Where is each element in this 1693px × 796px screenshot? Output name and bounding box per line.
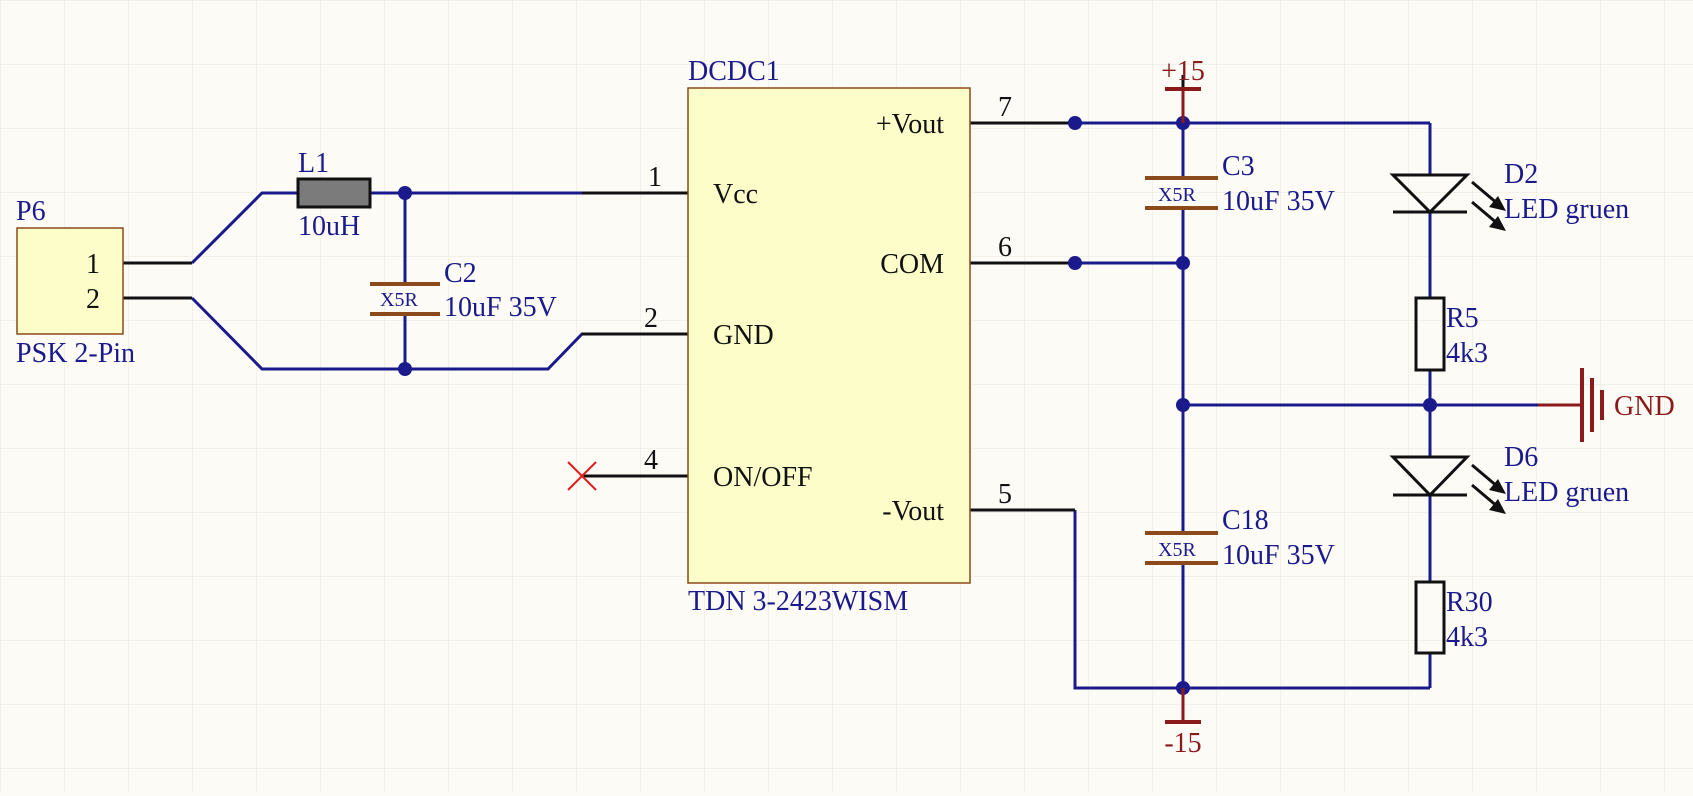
capacitor-c3[interactable]: X5R C3 10uF 35V xyxy=(1145,151,1335,217)
resistor-value: 4k3 xyxy=(1446,622,1488,653)
led-value: LED gruen xyxy=(1504,194,1629,225)
junction xyxy=(1423,398,1437,412)
junction xyxy=(398,186,412,200)
junction xyxy=(1068,116,1082,130)
resistor-body[interactable] xyxy=(1414,296,1446,372)
wire-p6-l1[interactable] xyxy=(190,191,298,265)
inductor-body[interactable] xyxy=(296,177,372,209)
dcdc-body[interactable] xyxy=(687,87,971,584)
resistor-designator: R30 xyxy=(1446,587,1493,618)
led-arrowhead-1 xyxy=(1489,479,1506,494)
pin-number-1: 1 xyxy=(648,162,662,193)
connector-value: PSK 2-Pin xyxy=(16,338,135,369)
resistor-value: 4k3 xyxy=(1446,338,1488,369)
resistor-r30[interactable]: R30 4k3 xyxy=(1414,580,1493,655)
connector-pin1-number: 1 xyxy=(86,249,100,280)
pin-name-vout-pos: +Vout xyxy=(876,109,944,140)
capacitor-c2[interactable]: X5R C2 10uF 35V xyxy=(370,258,557,323)
pin-name-gnd: GND xyxy=(713,320,774,351)
dcdc-designator: DCDC1 xyxy=(688,56,780,87)
junctions xyxy=(398,116,1437,695)
capacitor-c18[interactable]: X5R C18 10uF 35V xyxy=(1145,505,1335,571)
capacitor-dielectric: X5R xyxy=(1158,539,1196,561)
pin-number-4: 4 xyxy=(644,445,658,476)
power-label-neg: -15 xyxy=(1164,728,1201,759)
pin-number-7: 7 xyxy=(998,92,1012,123)
power-port-neg15[interactable]: -15 xyxy=(1164,688,1202,759)
inductor-l1[interactable]: L1 10uH xyxy=(296,148,372,242)
led-arrowhead-1 xyxy=(1489,196,1506,211)
inductor-designator: L1 xyxy=(298,148,329,179)
power-port-pos15[interactable]: +15 xyxy=(1161,56,1205,123)
led-d2[interactable]: D2 LED gruen xyxy=(1389,159,1629,231)
capacitor-dielectric: X5R xyxy=(1158,184,1196,206)
capacitor-value: 10uF 35V xyxy=(444,292,557,323)
pin-name-com: COM xyxy=(880,249,944,280)
pin-number-6: 6 xyxy=(998,232,1012,263)
gnd-icon[interactable]: GND xyxy=(1538,368,1675,442)
led-arrow-2 xyxy=(1471,483,1499,509)
capacitor-designator: C18 xyxy=(1222,505,1269,536)
no-connect-icon xyxy=(567,461,597,491)
pin-name-vout-neg: -Vout xyxy=(882,496,944,527)
pin-name-vcc: Vcc xyxy=(713,179,758,210)
capacitor-designator: C3 xyxy=(1222,151,1255,182)
junction xyxy=(398,362,412,376)
led-triangle xyxy=(1389,455,1471,498)
pin-name-onoff: ON/OFF xyxy=(713,462,813,493)
wire-neg-rail[interactable] xyxy=(1073,510,1430,690)
power-label-pos: +15 xyxy=(1161,56,1205,87)
pin-number-2: 2 xyxy=(644,303,658,334)
led-arrow-1 xyxy=(1471,463,1499,489)
junction xyxy=(1068,256,1082,270)
connector-designator: P6 xyxy=(16,196,46,227)
dcdc-converter[interactable]: DCDC1 TDN 3-2423WISM Vcc GND ON/OFF +Vou… xyxy=(644,56,1012,617)
connector-p6[interactable]: P6 PSK 2-Pin 1 2 xyxy=(16,196,135,369)
led-designator: D2 xyxy=(1504,159,1538,190)
junction xyxy=(1176,256,1190,270)
gnd-label: GND xyxy=(1614,391,1675,422)
junction xyxy=(1176,398,1190,412)
led-arrowhead-2 xyxy=(1489,216,1506,231)
capacitor-designator: C2 xyxy=(444,258,477,289)
dcdc-value: TDN 3-2423WISM xyxy=(688,586,908,617)
led-designator: D6 xyxy=(1504,442,1538,473)
resistor-body[interactable] xyxy=(1414,580,1446,655)
connector-body[interactable] xyxy=(16,227,124,335)
inductor-value: 10uH xyxy=(298,211,360,242)
led-d6[interactable]: D6 LED gruen xyxy=(1389,442,1629,514)
led-arrow-2 xyxy=(1471,200,1499,226)
pin-number-5: 5 xyxy=(998,479,1012,510)
led-arrow-1 xyxy=(1471,180,1499,206)
resistor-r5[interactable]: R5 4k3 xyxy=(1414,296,1488,372)
connector-pin2-number: 2 xyxy=(86,284,100,315)
resistor-designator: R5 xyxy=(1446,303,1479,334)
led-arrowhead-2 xyxy=(1489,499,1506,514)
capacitor-dielectric: X5R xyxy=(380,289,418,311)
led-value: LED gruen xyxy=(1504,477,1629,508)
capacitor-value: 10uF 35V xyxy=(1222,186,1335,217)
capacitor-value: 10uF 35V xyxy=(1222,540,1335,571)
led-triangle xyxy=(1389,173,1471,215)
